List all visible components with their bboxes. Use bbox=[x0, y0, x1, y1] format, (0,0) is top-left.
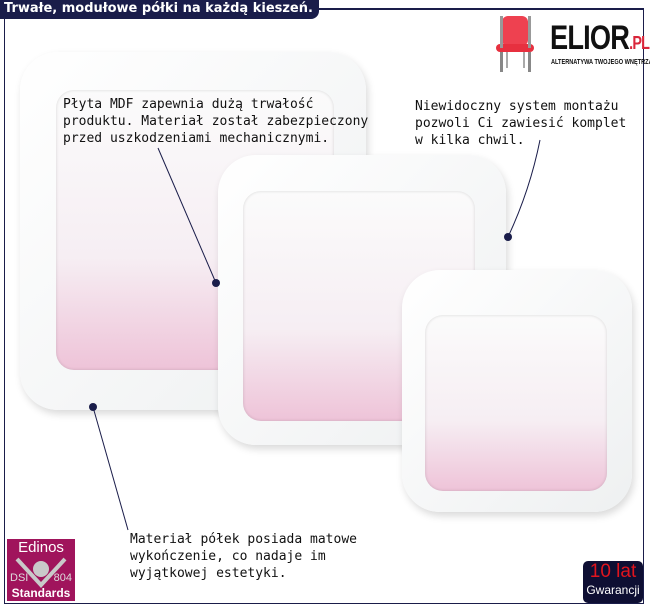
edinos-right: 804 bbox=[53, 572, 72, 584]
small-shelf bbox=[402, 270, 632, 512]
callout-dot bbox=[212, 279, 220, 287]
callout-finish: Materiał półek posiada matowe wykończeni… bbox=[130, 532, 357, 581]
brand-name: ELIOR.PL bbox=[550, 19, 650, 57]
callout-mounting: Niewidoczny system montażu pozwoli Ci za… bbox=[415, 99, 627, 148]
warranty-years: 10 lat bbox=[589, 561, 637, 582]
edinos-emblem-icon bbox=[15, 557, 67, 588]
chair-icon bbox=[496, 16, 534, 72]
edinos-title: Edinos bbox=[18, 539, 64, 556]
header-title: Trwałe, modułowe półki na każdą kieszeń. bbox=[0, 0, 319, 19]
frame-border bbox=[4, 8, 644, 604]
warranty-label: Gwarancji bbox=[586, 583, 640, 597]
brand-word: ELIOR bbox=[550, 19, 630, 57]
edinos-badge: Edinos DSI 804 Standards bbox=[7, 539, 75, 601]
brand-suffix: .PL bbox=[629, 33, 650, 53]
callout-mdf: Płyta MDF zapewnia dużą trwałość produkt… bbox=[63, 97, 369, 146]
edinos-left: DSI bbox=[10, 572, 29, 584]
callout-dot bbox=[89, 403, 97, 411]
edinos-standards: Standards bbox=[11, 586, 71, 600]
callout-dot bbox=[504, 233, 512, 241]
brand-tagline: ALTERNATYWA TWOJEGO WNĘTRZA bbox=[551, 59, 650, 66]
warranty-badge: 10 lat Gwarancji bbox=[583, 561, 643, 603]
brand-logo bbox=[488, 14, 544, 74]
